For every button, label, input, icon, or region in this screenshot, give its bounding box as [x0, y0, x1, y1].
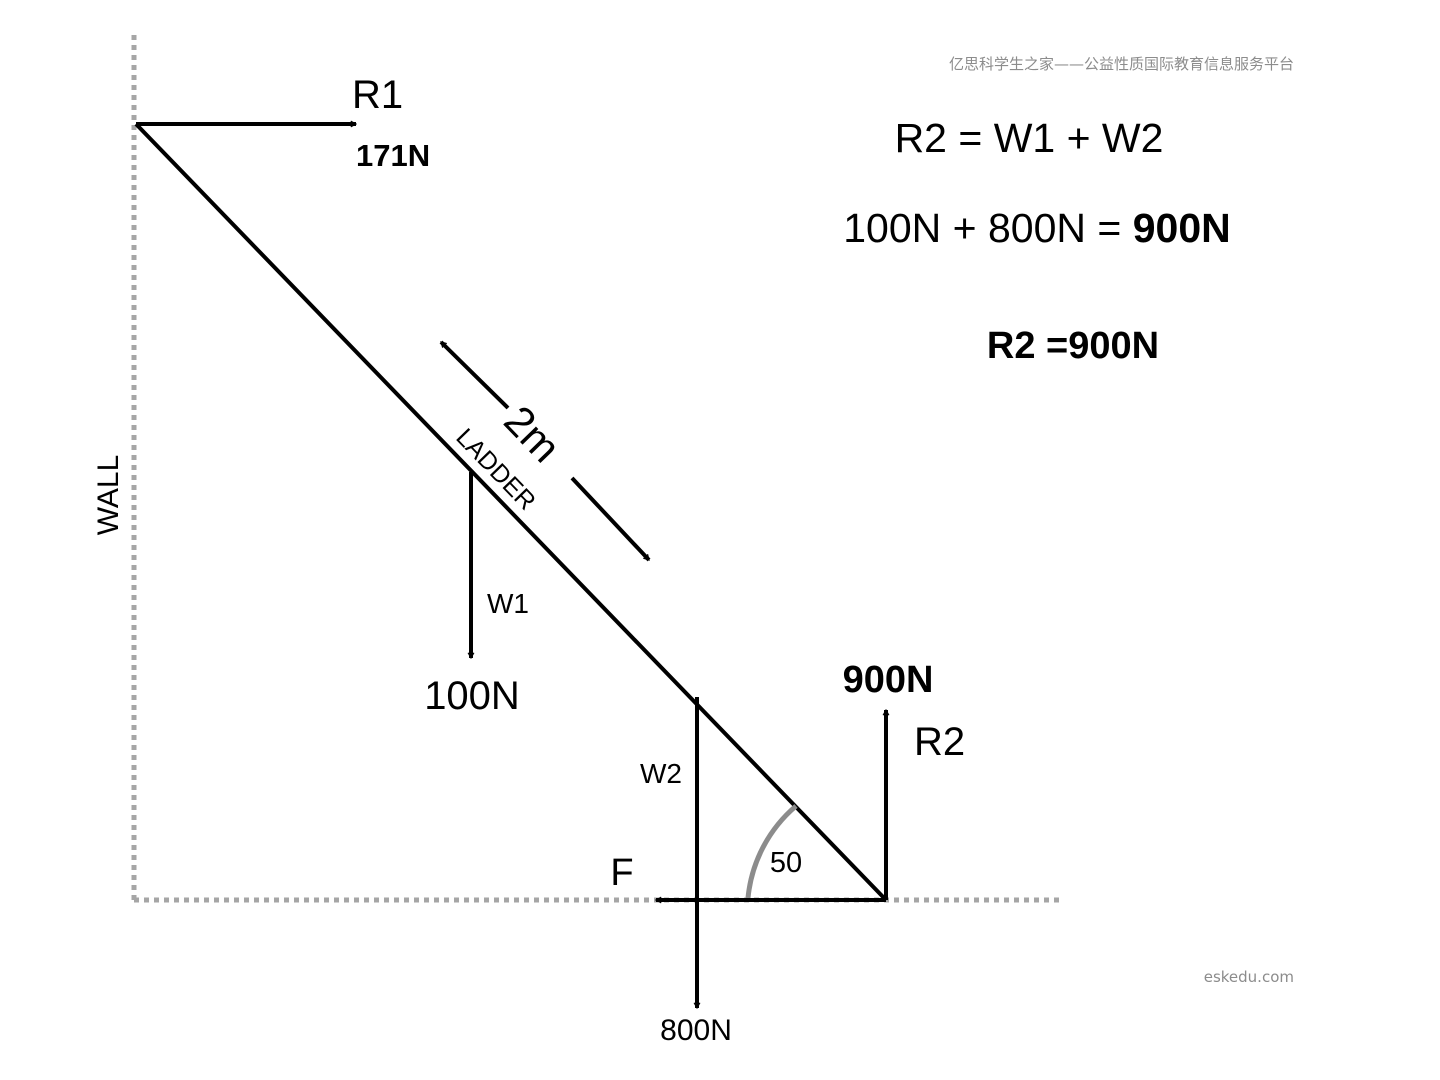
equation-line-3: R2 =900N: [987, 325, 1159, 367]
equation-line-1: R2 = W1 + W2: [895, 115, 1164, 161]
watermark-bottom: eskedu.com: [1204, 968, 1294, 986]
wall-label: WALL: [92, 455, 125, 536]
angle-arc: [745, 804, 798, 899]
r2-label: R2: [914, 720, 965, 764]
length-arrow-upper: [439, 340, 510, 410]
ladder-line: [134, 122, 888, 902]
equation-line-2-sum: 100N + 800N =: [843, 205, 1132, 251]
equation-line-2: 100N + 800N = 900N: [843, 205, 1231, 251]
angle-label: 50: [770, 847, 802, 879]
w2-value: 800N: [660, 1014, 732, 1047]
friction-label: F: [610, 852, 633, 894]
r2-value: 900N: [843, 659, 934, 701]
watermark-top: 亿思科学生之家——公益性质国际教育信息服务平台: [949, 55, 1294, 73]
length-arrow-lower: [570, 476, 651, 562]
w1-label: W1: [487, 588, 529, 619]
r1-value: 171N: [356, 138, 430, 173]
r1-label: R1: [352, 73, 403, 117]
w1-value: 100N: [424, 674, 520, 718]
w2-label: W2: [640, 758, 682, 789]
equation-line-2-result: 900N: [1133, 205, 1231, 251]
